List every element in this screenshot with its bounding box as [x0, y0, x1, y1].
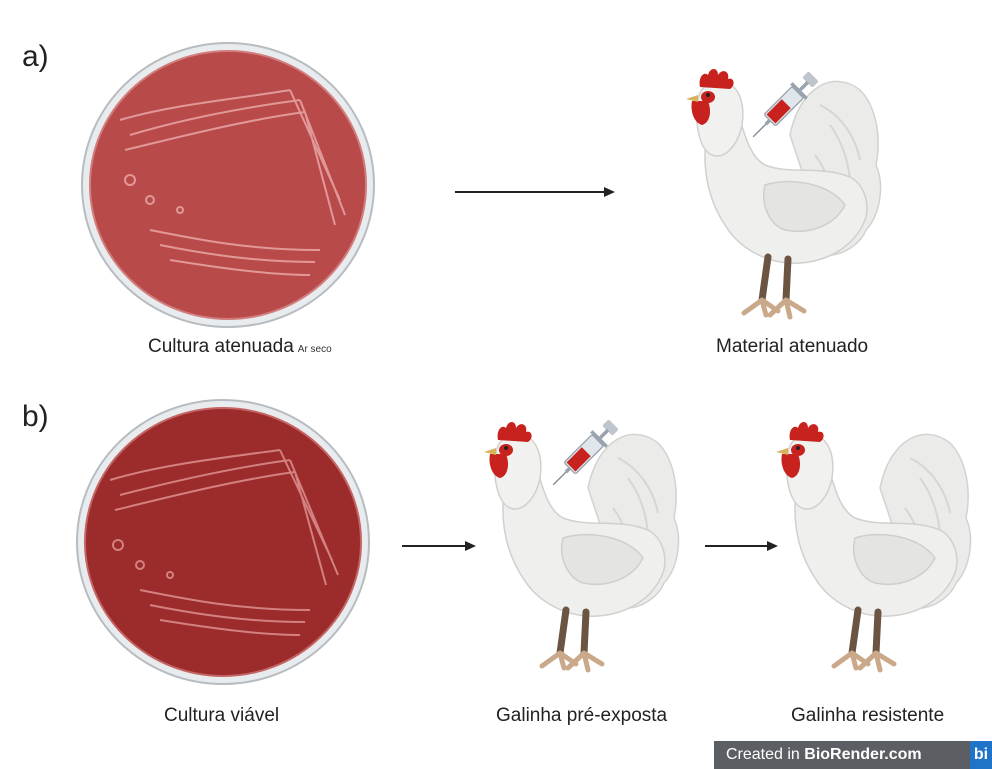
arrow-b2: [705, 541, 778, 551]
caption-chicken-resistant: Galinha resistente: [791, 705, 944, 727]
caption-culture-b: Cultura viável: [164, 705, 279, 727]
caption-culture-a-note: Ar seco: [298, 344, 332, 355]
biorender-logo-icon: bi: [970, 741, 992, 769]
credit-prefix: Created in: [726, 746, 804, 763]
caption-chicken-a: Material atenuado: [716, 336, 868, 358]
petri-dish-b: [77, 400, 369, 684]
caption-culture-a: Cultura atenuada Ar seco: [148, 336, 332, 358]
biorender-credit[interactable]: Created in BioRender.com bi: [714, 741, 992, 769]
arrow-a: [455, 187, 615, 197]
chicken-resistant: [776, 422, 971, 670]
credit-text: Created in BioRender.com: [714, 746, 922, 764]
caption-culture-a-text: Cultura atenuada: [148, 336, 294, 357]
caption-chicken-pre-exposed: Galinha pré-exposta: [496, 705, 667, 727]
petri-dish-a: [82, 43, 374, 327]
arrow-b1: [402, 541, 476, 551]
credit-brand: BioRender.com: [804, 746, 921, 763]
